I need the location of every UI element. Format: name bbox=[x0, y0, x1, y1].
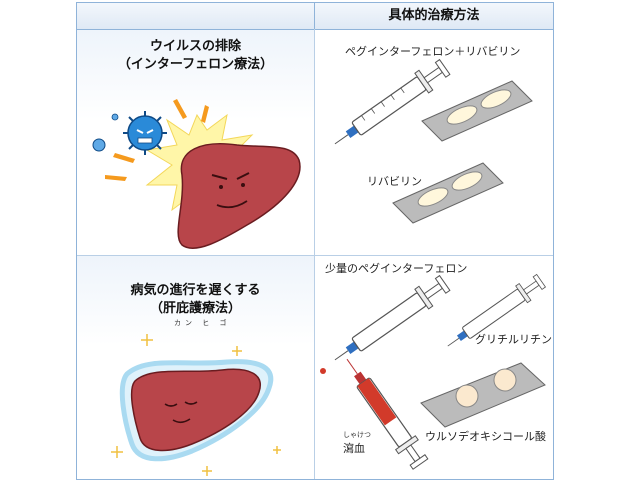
row1-left-cell: ウイルスの排除 （インターフェロン療法） bbox=[77, 30, 314, 255]
row2-title-line2: （肝庇護療法） bbox=[149, 301, 241, 316]
syringe-icon bbox=[447, 273, 547, 347]
row-divider bbox=[77, 255, 553, 256]
row1-title-line2: （インターフェロン療法） bbox=[117, 57, 274, 72]
glycyrrhizin-label: グリチルリチン bbox=[475, 333, 552, 346]
phlebotomy-label: 瀉血 bbox=[343, 442, 365, 455]
phlebotomy-syringe-icon bbox=[320, 358, 429, 470]
tablet-blister-pack-icon bbox=[421, 80, 533, 142]
liver-protection-illustration bbox=[111, 334, 281, 476]
virus-elimination-illustration bbox=[92, 99, 301, 249]
virus-icon bbox=[123, 111, 167, 155]
phlebotomy-ruby: しゃけつ bbox=[343, 431, 371, 439]
low-dose-peg-ifn-label: 少量のペグインターフェロン bbox=[325, 262, 468, 275]
header-left-cell bbox=[77, 3, 315, 29]
ribavirin-label: リバビリン bbox=[367, 175, 422, 188]
table-header: 具体的治療方法 bbox=[77, 3, 553, 30]
treatment-table: 具体的治療方法 ウイルスの排除 （インターフェロン療法） bbox=[76, 2, 554, 480]
sparkle-icons bbox=[111, 334, 281, 476]
ribavirin-capsule-pack-icon bbox=[392, 162, 504, 224]
row1-title-line1: ウイルスの排除 bbox=[149, 39, 241, 54]
udca-label: ウルソデオキシコール酸 bbox=[425, 430, 546, 443]
syringe-icon bbox=[334, 58, 451, 145]
udca-tablet-pack-icon bbox=[420, 362, 546, 428]
header-right-label: 具体的治療方法 bbox=[388, 8, 480, 23]
row2-title-ruby: カン ヒ ゴ bbox=[174, 319, 231, 327]
syringe-icon bbox=[334, 274, 451, 361]
row2-left-cell: 病気の進行を遅くする （肝庇護療法） カン ヒ ゴ bbox=[77, 256, 314, 479]
small-virus-icon bbox=[92, 113, 119, 152]
liver-character-icon bbox=[177, 143, 301, 249]
column-divider bbox=[314, 29, 315, 479]
row2-title-line1: 病気の進行を遅くする bbox=[130, 283, 261, 298]
liver-sleeping-icon bbox=[130, 368, 261, 452]
peg-ifn-ribavirin-label: ペグインターフェロン＋リバビリン bbox=[345, 45, 521, 58]
